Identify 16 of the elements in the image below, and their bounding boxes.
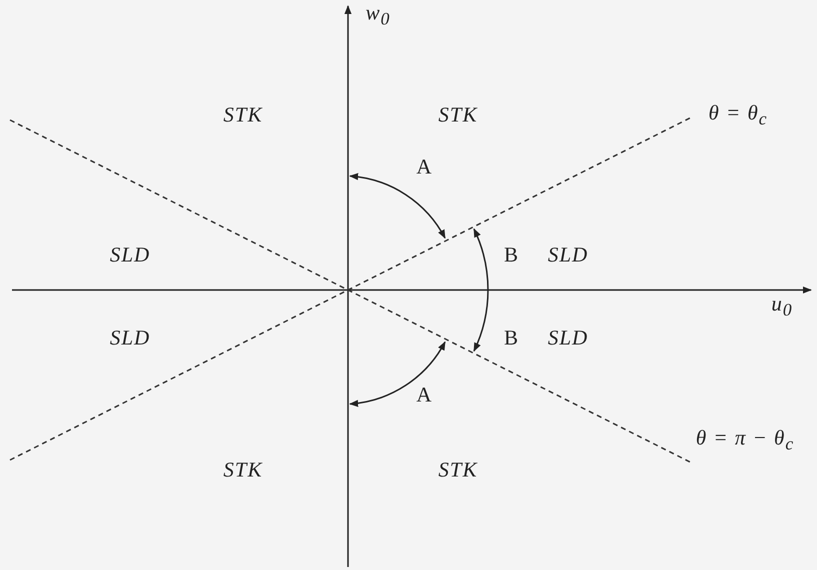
arc-label: A: [416, 154, 432, 180]
region-label: STK: [223, 102, 263, 128]
arc-label: A: [416, 382, 432, 408]
arc-label: B: [504, 242, 518, 268]
arc-label: B: [504, 326, 518, 350]
region-label: SLD: [110, 326, 150, 350]
region-label: SLD: [548, 326, 588, 350]
region-label: SLD: [110, 242, 150, 268]
region-label: STK: [223, 458, 263, 482]
axis-label: w$_{0}$: [366, 0, 390, 30]
line-label: θ = π − θ$_{c}$: [696, 425, 794, 455]
region-label: STK: [438, 102, 478, 128]
region-label: STK: [438, 458, 478, 482]
region-label: SLD: [548, 242, 588, 268]
line-label: θ = θ$_{c}$: [708, 100, 768, 130]
axis-label: u$_{0}$: [771, 291, 793, 321]
